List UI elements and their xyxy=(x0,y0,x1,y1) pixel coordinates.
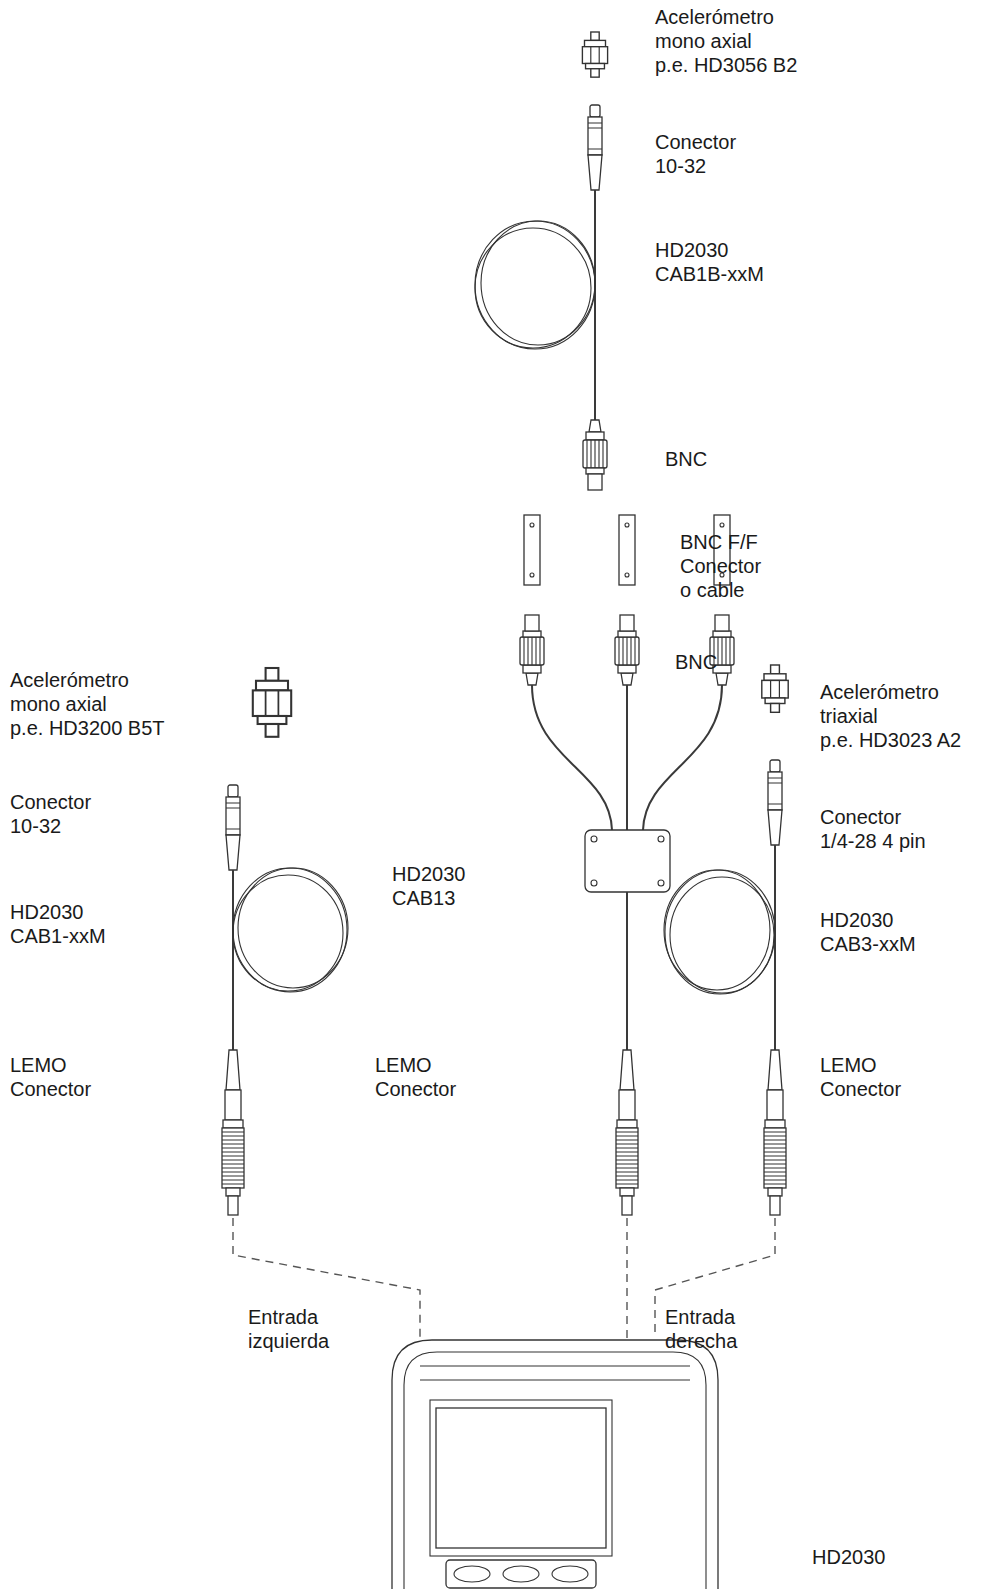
part-label: Conector xyxy=(10,1077,91,1101)
part-label: CAB1B-xxM xyxy=(655,262,764,286)
instrument-body xyxy=(392,1340,718,1589)
part-label: p.e. HD3056 B2 xyxy=(655,53,797,77)
part-label: 10-32 xyxy=(655,154,706,178)
part-label: CAB1-xxM xyxy=(10,924,106,948)
accelerometer-symbol xyxy=(253,668,291,737)
part-label: Entrada xyxy=(665,1305,735,1329)
part-label: Conector xyxy=(375,1077,456,1101)
part-label: izquierda xyxy=(248,1329,329,1353)
input-line xyxy=(233,1218,420,1338)
input-line xyxy=(626,1218,627,1338)
accelerometer-symbol xyxy=(582,32,607,77)
part-label: Acelerómetro xyxy=(820,680,939,704)
lemo-connector xyxy=(222,1050,244,1215)
cable-coil xyxy=(475,221,595,349)
bnc-connector xyxy=(615,615,639,685)
part-label: 10-32 xyxy=(10,814,61,838)
input-line xyxy=(655,1218,775,1338)
part-label: mono axial xyxy=(10,692,107,716)
accelerometer-symbol xyxy=(762,665,788,712)
part-label: CAB13 xyxy=(392,886,455,910)
bnc-connector xyxy=(710,615,734,685)
part-label: BNC xyxy=(665,447,707,471)
part-label: Acelerómetro xyxy=(655,5,774,29)
part-label: HD2030 xyxy=(655,238,728,262)
part-label: Conector xyxy=(10,790,91,814)
part-label: Conector xyxy=(680,554,761,578)
part-label: HD2030 xyxy=(392,862,465,886)
part-label: p.e. HD3200 B5T xyxy=(10,716,165,740)
part-label: triaxial xyxy=(820,704,878,728)
bnc-connector xyxy=(520,615,544,685)
part-label: p.e. HD3023 A2 xyxy=(820,728,961,752)
part-label: o cable xyxy=(680,578,745,602)
part-label: HD2030 xyxy=(820,908,893,932)
sensor-connector xyxy=(768,760,782,845)
part-label: BNC F/F xyxy=(680,530,758,554)
part-label: 1/4-28 4 pin xyxy=(820,829,926,853)
cable-coil xyxy=(233,868,348,992)
sensor-connector xyxy=(588,105,602,190)
bnc-connector xyxy=(583,420,607,490)
part-label: Entrada xyxy=(248,1305,318,1329)
cable xyxy=(774,845,776,1050)
part-label: LEMO xyxy=(375,1053,432,1077)
cable xyxy=(232,870,234,1050)
cable xyxy=(594,190,596,420)
part-label: BNC xyxy=(675,650,717,674)
lemo-connector xyxy=(616,1050,638,1215)
part-label: derecha xyxy=(665,1329,737,1353)
cable-coil xyxy=(664,870,775,994)
cable xyxy=(626,892,628,1050)
part-label: HD2030 xyxy=(10,900,83,924)
lemo-connector xyxy=(764,1050,786,1215)
part-label: Conector xyxy=(820,805,901,829)
part-label: CAB3-xxM xyxy=(820,932,916,956)
part-label: Acelerómetro xyxy=(10,668,129,692)
part-label: LEMO xyxy=(820,1053,877,1077)
sensor-connector xyxy=(226,785,240,870)
part-label: mono axial xyxy=(655,29,752,53)
part-label: HD2030 xyxy=(812,1545,885,1569)
part-label: Conector xyxy=(820,1077,901,1101)
cable xyxy=(532,685,722,830)
part-label: LEMO xyxy=(10,1053,67,1077)
part-label: Conector xyxy=(655,130,736,154)
splitter-box xyxy=(585,830,670,892)
